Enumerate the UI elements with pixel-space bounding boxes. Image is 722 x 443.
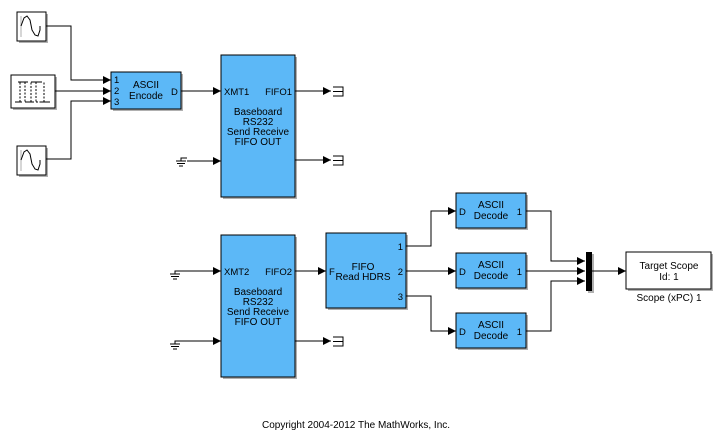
terminator-icon	[333, 155, 344, 166]
terminator-icon	[333, 336, 344, 347]
ascii-encode-block[interactable]: 1 2 3 ASCII Encode D	[110, 71, 183, 111]
block-label: Send Receive	[227, 127, 290, 138]
ascii-decode-block-2[interactable]: D ASCII Decode 1	[455, 252, 528, 290]
block-caption: Scope (xPC) 1	[636, 293, 701, 304]
block-label: Decode	[474, 211, 509, 222]
port-label: D	[459, 267, 466, 278]
target-scope-block[interactable]: Target Scope Id: 1	[625, 251, 713, 291]
terminator-icon	[333, 86, 344, 97]
block-label: Encode	[129, 91, 163, 102]
port-label: XMT1	[224, 87, 249, 98]
port-label: 1	[398, 242, 403, 253]
block-label: Read HDRS	[335, 272, 390, 283]
sine-wave-source-2[interactable]	[16, 145, 48, 177]
port-label: D	[459, 327, 466, 338]
signal-line	[526, 277, 585, 332]
port-label: XMT2	[224, 267, 249, 278]
port-label: 3	[398, 292, 403, 303]
signal-line	[46, 25, 111, 84]
block-label: Decode	[474, 271, 509, 282]
block-label: ASCII	[133, 80, 159, 91]
port-label: 2	[114, 86, 119, 97]
port-label: 2	[398, 267, 403, 278]
rs232-fifo-block-1[interactable]: XMT1 FIFO1 Baseboard RS232 Send Receive …	[220, 54, 297, 199]
block-label: FIFO OUT	[235, 317, 282, 328]
port-label: 1	[517, 207, 522, 218]
rs232-fifo-block-2[interactable]: XMT2 FIFO2 Baseboard RS232 Send Receive …	[220, 234, 297, 379]
port-label: 1	[517, 327, 522, 338]
block-label: FIFO OUT	[235, 137, 282, 148]
block-label: Target Scope	[640, 261, 699, 272]
port-label: 1	[114, 75, 119, 86]
signal-line	[406, 295, 456, 335]
port-label: F	[329, 267, 335, 278]
port-label: FIFO2	[265, 267, 292, 278]
copyright-text: Copyright 2004-2012 The MathWorks, Inc.	[262, 420, 450, 431]
sine-wave-icon	[20, 149, 41, 171]
block-label: Baseboard	[234, 287, 282, 298]
block-label: ASCII	[478, 320, 504, 331]
signal-line	[526, 210, 585, 265]
port-label: FIFO1	[265, 87, 292, 98]
port-label: 3	[114, 97, 119, 108]
sine-wave-icon	[20, 15, 41, 37]
ground-icon	[170, 270, 187, 280]
ground-icon	[170, 340, 187, 350]
block-label: Decode	[474, 331, 509, 342]
block-label: Send Receive	[227, 307, 290, 318]
block-label: Id: 1	[659, 272, 679, 283]
block-label: Baseboard	[234, 107, 282, 118]
signal-line	[406, 207, 456, 247]
block-label: FIFO	[352, 262, 375, 273]
ground-icon	[176, 157, 187, 167]
block-label: RS232	[243, 297, 274, 308]
block-label: RS232	[243, 117, 274, 128]
ascii-decode-block-1[interactable]: D ASCII Decode 1	[455, 192, 528, 230]
block-label: ASCII	[478, 260, 504, 271]
pulse-train-icon	[15, 81, 50, 103]
port-label: 1	[517, 267, 522, 278]
block-label: ASCII	[478, 200, 504, 211]
ascii-decode-block-3[interactable]: D ASCII Decode 1	[455, 312, 528, 350]
port-label: D	[459, 207, 466, 218]
pulse-generator-source[interactable]	[10, 74, 57, 110]
signal-line	[46, 97, 111, 160]
mux-block[interactable]	[586, 252, 594, 293]
fifo-read-hdrs-block[interactable]: F FIFO Read HDRS 1 2 3	[325, 232, 408, 310]
sine-wave-source-1[interactable]	[16, 11, 48, 43]
port-label: D	[171, 87, 178, 98]
